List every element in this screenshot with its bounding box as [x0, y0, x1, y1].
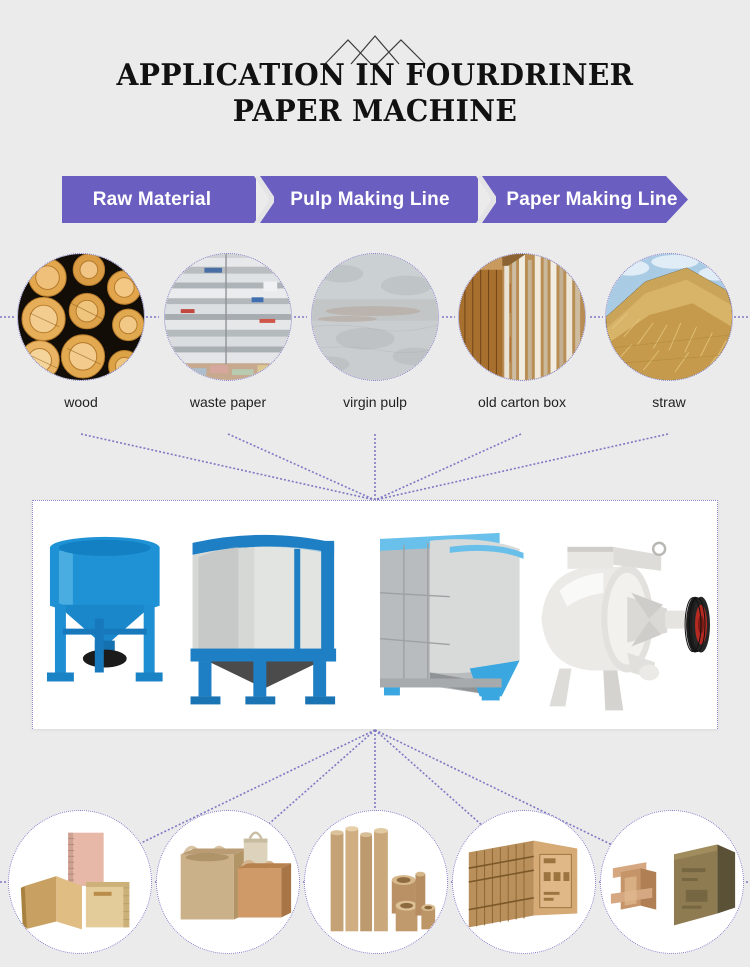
- mountain-ornament: [0, 28, 750, 70]
- raw-material-virgin-pulp[interactable]: virgin pulp: [302, 253, 448, 411]
- corrugated-carton-box-art: [453, 811, 595, 953]
- pulp-sheet-art: [312, 254, 438, 380]
- machine-hydrapulper: [46, 536, 163, 682]
- raw-material-straw[interactable]: straw: [596, 253, 742, 411]
- stacked-logs-art: [18, 254, 144, 380]
- breadcrumb-step-label: Paper Making Line: [506, 188, 678, 210]
- raw-material-image-straw: [605, 253, 733, 381]
- breadcrumb-step-raw-material[interactable]: Raw Material: [62, 176, 256, 223]
- product-paper-tubes-and-cores[interactable]: [304, 810, 450, 954]
- baled-newspaper-art: [165, 254, 291, 380]
- product-image-angle-protectors: [600, 810, 744, 954]
- three-mountain-peaks-icon: [324, 35, 426, 65]
- breadcrumb-step-pulp-making-line[interactable]: Pulp Making Line: [256, 176, 478, 223]
- breadcrumb: Raw Material Pulp Making Line Paper Maki…: [62, 176, 688, 223]
- title-line-1: APPLICATION IN FOURDRINER: [116, 58, 634, 93]
- straw-stack-art: [606, 254, 732, 380]
- raw-material-label: wood: [64, 394, 98, 410]
- product-notebooks-and-folders[interactable]: [8, 810, 154, 954]
- raw-material-image-virgin-pulp: [311, 253, 439, 381]
- raw-material-image-waste-paper: [164, 253, 292, 381]
- raw-material-image-old-carton-box: [458, 253, 586, 381]
- product-image-carton-box: [452, 810, 596, 954]
- product-image-paper-tubes: [304, 810, 448, 954]
- raw-material-waste-paper[interactable]: waste paper: [155, 253, 301, 411]
- breadcrumb-step-label: Pulp Making Line: [290, 188, 450, 210]
- raw-material-label: waste paper: [189, 394, 267, 410]
- product-image-paper-bags: [156, 810, 300, 954]
- paper-shopping-bags-art: [157, 811, 299, 953]
- products-row: [0, 810, 750, 960]
- product-paper-shopping-bags[interactable]: [156, 810, 302, 954]
- product-image-notebooks: [8, 810, 152, 954]
- equipment-panel: [32, 500, 718, 730]
- product-corrugated-carton-box[interactable]: [452, 810, 598, 954]
- paper-tubes-and-cores-art: [305, 811, 447, 953]
- notebooks-and-folders-art: [9, 811, 151, 953]
- raw-material-label: straw: [652, 394, 686, 410]
- stacked-cardboard-art: [459, 254, 585, 380]
- page-title: APPLICATION IN FOURDRINER PAPER MACHINE: [0, 58, 750, 130]
- product-paper-angle-protectors-and-box[interactable]: [600, 810, 746, 954]
- raw-material-label: virgin pulp: [343, 394, 407, 410]
- raw-material-old-carton-box[interactable]: old carton box: [449, 253, 595, 411]
- machines-illustration: [33, 501, 717, 730]
- raw-material-label: old carton box: [478, 394, 566, 410]
- machine-agitator-chest: [379, 532, 524, 701]
- breadcrumb-step-label: Raw Material: [92, 188, 212, 210]
- raw-materials-row: wood: [0, 253, 750, 428]
- paper-angle-protectors-and-box-art: [601, 811, 743, 953]
- machine-pressure-screen: [541, 541, 711, 711]
- machine-drum-pulper: [190, 534, 337, 705]
- raw-material-image-wood: [17, 253, 145, 381]
- breadcrumb-step-paper-making-line[interactable]: Paper Making Line: [478, 176, 688, 223]
- raw-material-wood[interactable]: wood: [8, 253, 154, 411]
- title-line-2: PAPER MACHINE: [232, 94, 518, 129]
